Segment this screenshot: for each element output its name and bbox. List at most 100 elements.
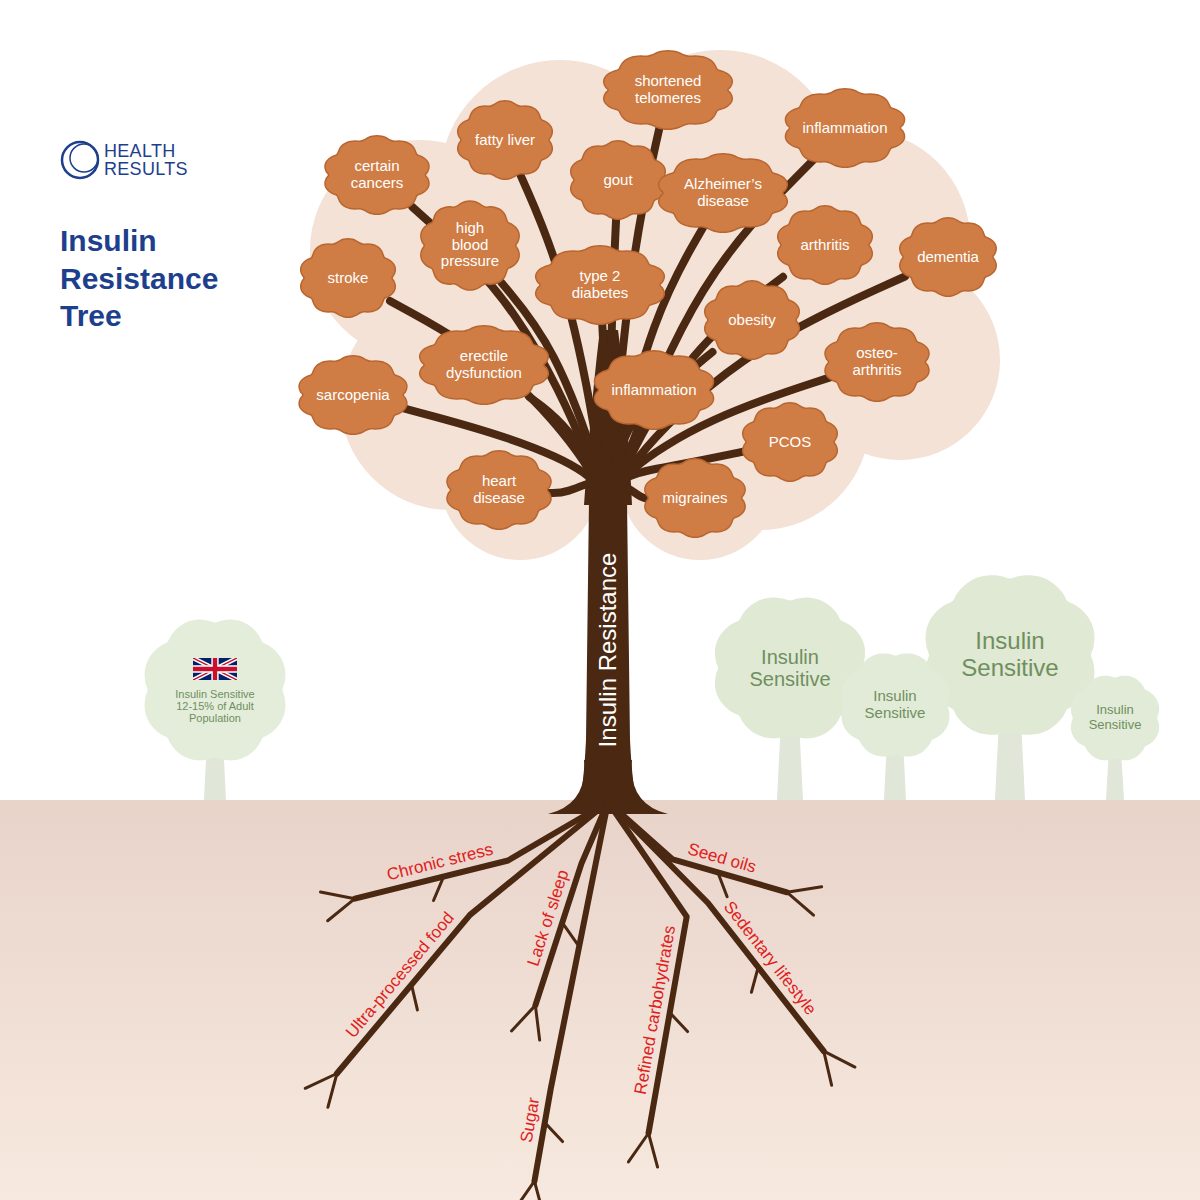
root-twig xyxy=(512,1005,536,1031)
tree-label: 12-15% of Adult Population xyxy=(165,700,265,725)
cloud-shape xyxy=(705,281,800,359)
title-heading: Insulin Resistance Tree xyxy=(60,222,250,335)
root-line xyxy=(608,802,687,1133)
cloud-shape xyxy=(659,154,788,232)
cloud-shape xyxy=(743,403,838,481)
root-twig xyxy=(787,892,813,915)
root-twig xyxy=(824,1051,855,1067)
condition-cloud: fatty liver xyxy=(455,100,555,180)
root-twig xyxy=(320,892,354,899)
flag-saltire xyxy=(193,658,237,680)
flag-cross xyxy=(193,658,237,680)
root-line xyxy=(534,802,608,1181)
condition-cloud: osteo- arthritis xyxy=(822,322,932,402)
root-line xyxy=(608,802,824,1051)
condition-cloud: obesity xyxy=(702,280,802,360)
node-content: certain cancers xyxy=(342,158,412,192)
condition-cloud: inflammation xyxy=(591,350,717,430)
flag-cross-red xyxy=(193,658,237,680)
node-content: erectile dysfunction xyxy=(436,348,532,382)
condition-cloud: Alzheimer’s disease xyxy=(655,153,791,233)
condition-label: obesity xyxy=(728,312,776,329)
cloud-shape xyxy=(421,200,519,289)
condition-cloud: type 2 diabetes xyxy=(532,245,668,325)
node-content: arthritis xyxy=(800,237,849,254)
condition-label: migraines xyxy=(662,490,727,507)
condition-label: arthritis xyxy=(800,237,849,254)
node-content: obesity xyxy=(728,312,776,329)
condition-label: fatty liver xyxy=(475,132,535,149)
root-twig xyxy=(545,1123,563,1142)
root-twig xyxy=(535,1005,539,1040)
node-content: migraines xyxy=(662,490,727,507)
cloud-shape xyxy=(536,246,665,324)
node-content: stroke xyxy=(328,270,369,287)
canopy-haze xyxy=(310,50,1000,560)
trunk-label: Insulin Resistance xyxy=(595,553,622,748)
cloud-shape xyxy=(447,451,551,529)
trunk-shape xyxy=(580,500,636,800)
cloud-shape xyxy=(778,206,873,284)
cloud-shape xyxy=(594,351,713,429)
condition-label: gout xyxy=(603,172,632,189)
condition-label: sarcopenia xyxy=(316,387,389,404)
cloud-shape xyxy=(325,136,429,214)
canopy-shape xyxy=(1071,676,1159,760)
flag-saltire-red xyxy=(193,658,237,680)
node-content: Insulin Resistance xyxy=(595,553,622,748)
node-content: dementia xyxy=(917,249,979,266)
condition-cloud: stroke xyxy=(298,238,398,318)
root-twig xyxy=(751,967,758,992)
condition-label: inflammation xyxy=(611,382,696,399)
ground xyxy=(0,800,1200,1200)
condition-label: high blood pressure xyxy=(438,220,502,270)
tree-label: Insulin Sensitive xyxy=(1083,703,1147,732)
node-content: gout xyxy=(603,172,632,189)
node-content: inflammation xyxy=(611,382,696,399)
cloud-shape xyxy=(420,326,549,404)
cloud-shape xyxy=(785,89,904,167)
sensitive-tree: Insulin Sensitive12-15% of Adult Populat… xyxy=(140,615,290,765)
root-twig xyxy=(534,1181,543,1200)
condition-cloud: shortened telomeres xyxy=(600,50,736,130)
root-line xyxy=(608,802,787,892)
node-content: PCOS xyxy=(769,434,812,451)
cloud-shape xyxy=(301,239,396,317)
cloud-shape xyxy=(825,323,929,401)
cloud-shape xyxy=(458,101,553,179)
node-content: heart disease xyxy=(464,473,534,507)
root-twig xyxy=(434,877,444,901)
condition-label: erectile dysfunction xyxy=(436,348,532,382)
node-content: Insulin Sensitive xyxy=(858,688,933,722)
node-content: osteo- arthritis xyxy=(842,345,912,379)
condition-label: shortened telomeres xyxy=(620,73,716,107)
tree-label: Insulin Sensitive xyxy=(950,628,1070,682)
root-twig xyxy=(649,1133,658,1167)
root-twig xyxy=(562,923,577,944)
root-twig xyxy=(305,1074,337,1089)
cloud-shape xyxy=(571,141,666,219)
tree-label: Insulin Sensitive xyxy=(165,688,265,700)
condition-cloud: erectile dysfunction xyxy=(416,325,552,405)
condition-cloud: inflammation xyxy=(782,88,908,168)
condition-label: type 2 diabetes xyxy=(552,268,648,302)
condition-cloud: certain cancers xyxy=(322,135,432,215)
condition-label: stroke xyxy=(328,270,369,287)
cloud-shape xyxy=(645,459,745,537)
node-content: shortened telomeres xyxy=(620,73,716,107)
root-twig xyxy=(787,887,822,892)
tree-label: Insulin Sensitive xyxy=(858,688,933,722)
condition-cloud: sarcopenia xyxy=(296,355,410,435)
node-content: sarcopenia xyxy=(316,387,389,404)
logo-mark xyxy=(62,142,98,178)
node-content: high blood pressure xyxy=(438,220,502,270)
sensitive-tree: Insulin Sensitive xyxy=(838,650,953,760)
node-content: Alzheimer’s disease xyxy=(675,176,771,210)
root-twig xyxy=(628,1133,648,1162)
node-content: fatty liver xyxy=(475,132,535,149)
cloud-shape xyxy=(299,356,407,434)
root-twig xyxy=(328,899,355,921)
root-twig xyxy=(670,1013,688,1032)
node-content: type 2 diabetes xyxy=(552,268,648,302)
node-content: inflammation xyxy=(802,120,887,137)
